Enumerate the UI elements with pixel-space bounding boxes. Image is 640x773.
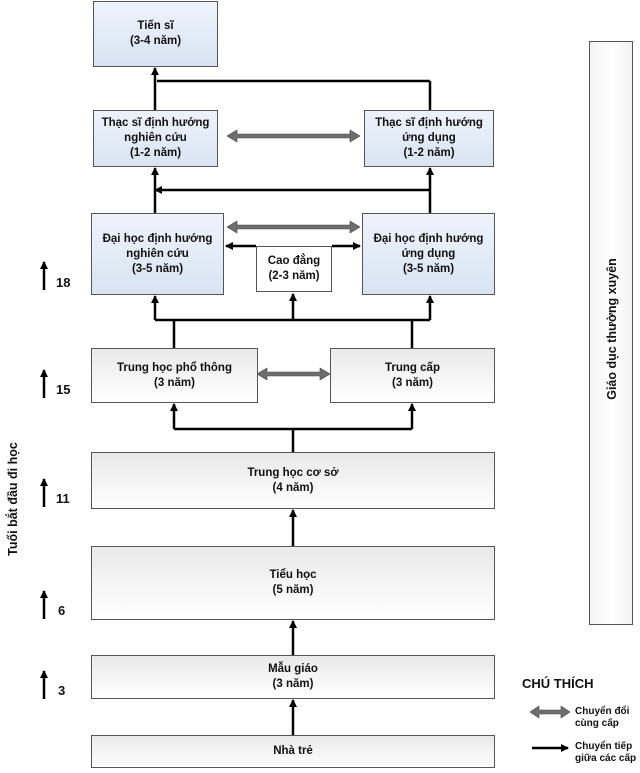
box-thac-si-nghien-cuu: Thạc sĩ định hướng nghiên cứu (1-2 năm) — [93, 110, 218, 167]
age-11: 11 — [56, 491, 70, 506]
box-mau-giao-name: Mẫu giáo — [268, 663, 318, 675]
box-dai-hoc-nghien-cuu: Đại học định hướng nghiên cứu (3-5 năm) — [91, 213, 224, 295]
age-6: 6 — [58, 603, 66, 618]
box-thpt: Trung học phổ thông (3 năm) — [91, 348, 258, 403]
box-thac-si-ung-dung: Thạc sĩ định hướng ứng dụng (1-2 năm) — [364, 110, 494, 167]
age-18: 18 — [56, 275, 71, 290]
legend-double-arrow-icon — [529, 705, 571, 719]
box-cao-dang-duration: (2-3 năm) — [268, 270, 320, 282]
box-cao-dang-name: Cao đẳng — [267, 255, 321, 267]
legend-same-level-line1: Chuyển đổi — [575, 706, 630, 717]
age-3: 3 — [58, 683, 66, 698]
box-thpt-duration: (3 năm) — [154, 376, 195, 389]
age-axis-label: Tuổi bắt đầu đi học — [6, 442, 20, 556]
box-tien-si: Tiến sĩ (3-4 năm) — [93, 1, 218, 67]
box-dh-nc-duration: (3-5 năm) — [131, 262, 184, 275]
box-dh-ud-line2: ứng dụng — [401, 247, 456, 260]
box-thpt-name: Trung học phổ thông — [117, 361, 232, 374]
legend-same-level: Chuyển đổi cùng cấp — [575, 706, 629, 730]
legend-title: CHÚ THÍCH — [522, 676, 594, 691]
box-mau-giao: Mẫu giáo (3 năm) — [91, 655, 495, 699]
double-arrow-thpt-trungcap — [256, 367, 331, 381]
side-bar-label: Giáo dục thường xuyên — [605, 258, 619, 400]
legend-same-level-line2: cùng cấp — [575, 718, 619, 729]
box-dh-ud-line1: Đại học định hướng — [373, 232, 484, 245]
box-thac-si-nc-line1: Thạc sĩ định hướng — [101, 117, 210, 129]
box-trung-cap: Trung cấp (3 năm) — [330, 348, 495, 403]
box-nha-tre: Nhà trẻ — [91, 735, 495, 768]
side-bar-continuing-education: Giáo dục thường xuyên — [589, 41, 633, 625]
age-15: 15 — [56, 382, 71, 397]
box-trung-cap-name: Trung cấp — [385, 361, 440, 374]
legend-next-level-line2: giữa các cấp — [575, 753, 637, 764]
box-nha-tre-name: Nhà trẻ — [273, 745, 313, 757]
legend-next-level: Chuyển tiếp giữa các cấp — [575, 741, 636, 765]
double-arrow-thacsi — [226, 129, 361, 143]
box-trung-cap-duration: (3 năm) — [392, 376, 433, 389]
box-tieu-hoc-duration: (5 năm) — [272, 584, 314, 596]
legend-next-level-line1: Chuyển tiếp — [575, 741, 633, 752]
box-dai-hoc-ung-dung: Đại học định hướng ứng dụng (3-5 năm) — [362, 213, 495, 295]
box-mau-giao-duration: (3 năm) — [272, 678, 314, 690]
box-tien-si-duration: (3-4 năm) — [129, 35, 182, 47]
box-thac-si-ud-line1: Thạc sĩ định hướng — [375, 117, 483, 129]
box-thcs-duration: (4 năm) — [272, 481, 314, 494]
box-thac-si-nc-line2: nghiên cứu — [124, 132, 187, 144]
box-thcs: Trung học cơ sở (4 năm) — [91, 452, 495, 509]
box-thac-si-nc-duration: (1-2 năm) — [129, 147, 182, 159]
box-cao-dang: Cao đẳng (2-3 năm) — [256, 246, 332, 292]
box-tieu-hoc-name: Tiểu học — [269, 569, 317, 581]
box-tieu-hoc: Tiểu học (5 năm) — [91, 546, 495, 620]
box-dh-ud-duration: (3-5 năm) — [402, 262, 455, 275]
box-tien-si-name: Tiến sĩ — [137, 20, 174, 32]
box-thac-si-ud-duration: (1-2 năm) — [403, 147, 455, 159]
double-arrow-daihoc — [226, 220, 361, 234]
box-dh-nc-line2: nghiên cứu — [126, 247, 189, 260]
box-thac-si-ud-line2: ứng dụng — [402, 132, 456, 144]
box-dh-nc-line1: Đại học định hướng — [102, 232, 213, 245]
box-thcs-name: Trung học cơ sở — [247, 466, 339, 479]
